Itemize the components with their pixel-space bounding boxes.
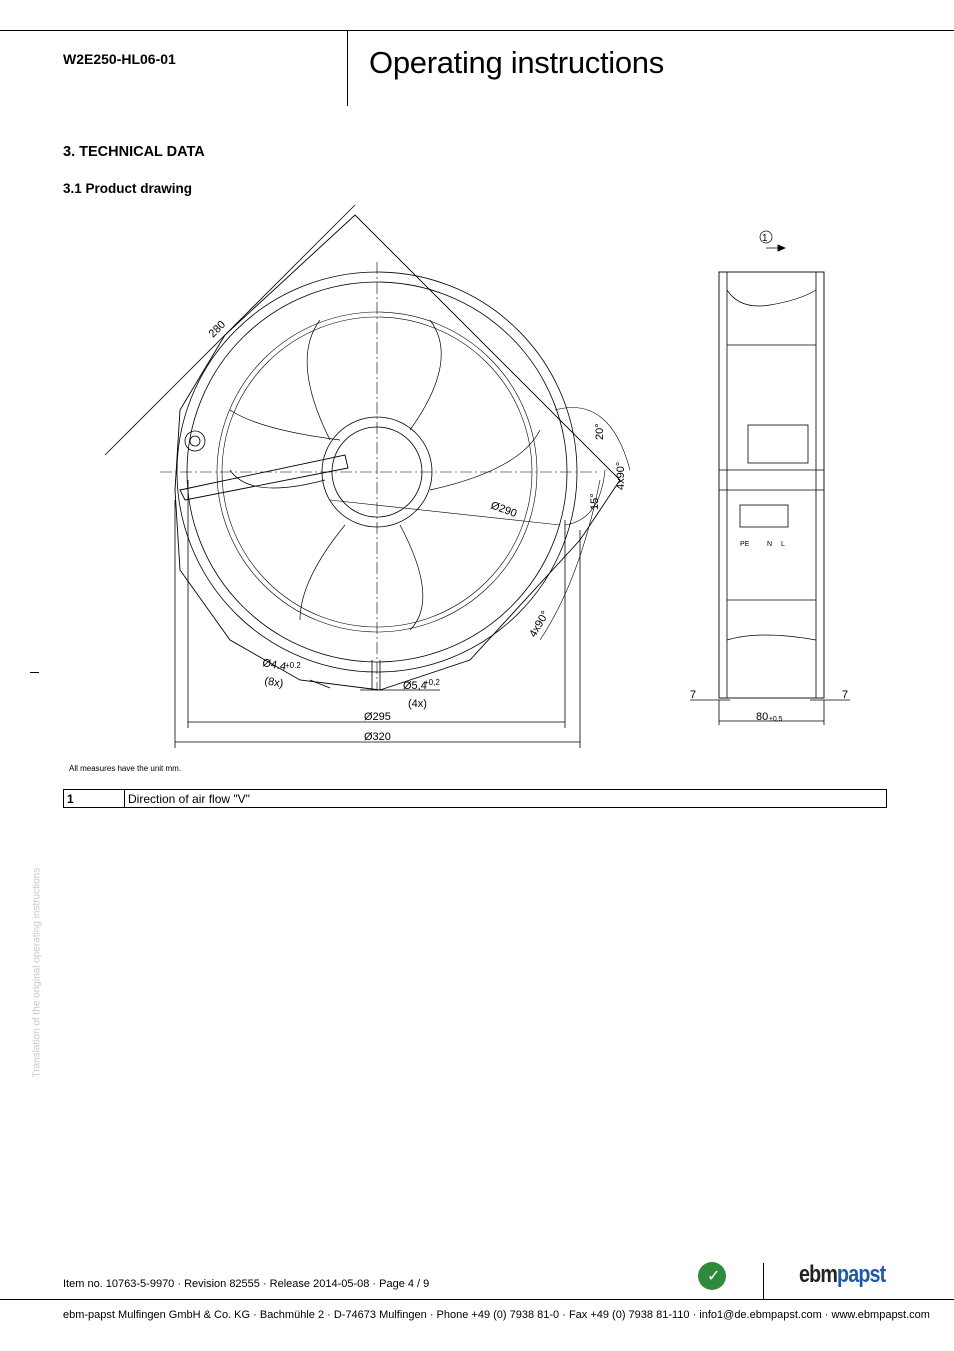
footer-rule (0, 1299, 954, 1300)
dim-280-label: 280 (207, 319, 228, 340)
item-line: Item no. 10763-5-9970 · Revision 82555 ·… (63, 1278, 430, 1290)
side-view-frame (718, 271, 825, 699)
brand-logo-part1: ebm (799, 1261, 838, 1288)
fold-mark (30, 672, 39, 673)
section-heading: 3. TECHNICAL DATA (63, 144, 205, 160)
capacitor (747, 424, 809, 464)
document-title: Operating instructions (369, 45, 664, 80)
hole-small-label: Ø4.4 (261, 657, 287, 673)
brand-logo: ebmpapst (799, 1261, 886, 1289)
terminal-l: L (781, 541, 785, 548)
subsection-heading: 3.1 Product drawing (63, 181, 193, 196)
terminal-block (739, 504, 789, 528)
product-drawing: 280 20° 4x90° 15° Ø290 4x90° Ø4.4 +0.2 (… (104, 204, 850, 748)
airflow-marker: 1 (762, 233, 768, 244)
side-dim-left: 7 (690, 689, 696, 701)
dim-d290-label: Ø290 (489, 500, 518, 520)
company-address: ebm-papst Mulfingen GmbH & Co. KG · Bach… (63, 1309, 930, 1321)
terminal-n: N (767, 541, 772, 548)
hole-large-tolerance: +0,2 (424, 678, 440, 687)
terminal-pe: PE (740, 541, 750, 548)
legend-table: 1 Direction of air flow "V" (63, 789, 887, 808)
dim-4x90-right-label: 4x90° (615, 462, 627, 490)
hole-large-count: (4x) (408, 698, 427, 710)
side-dim-right: 7 (842, 689, 848, 701)
translation-note: Translation of the original operating in… (31, 867, 43, 1078)
model-number: W2E250-HL06-01 (63, 51, 176, 67)
dim-d295-label: Ø295 (364, 711, 391, 723)
header-divider (347, 30, 348, 106)
legend-number: 1 (63, 789, 125, 808)
side-dim-width: 80 (756, 711, 768, 723)
hole-large-label: Ø5,4 (403, 680, 427, 692)
header-top-rule (0, 30, 954, 31)
hole-small-tolerance: +0.2 (285, 661, 301, 670)
footer-logo-divider (763, 1263, 764, 1299)
dim-4x90-lower-label: 4x90° (527, 609, 552, 639)
dim-20deg-label: 20° (594, 423, 606, 440)
brand-logo-part2: papst (837, 1261, 886, 1288)
legend-row: 1 Direction of air flow "V" (63, 789, 887, 808)
dim-d320-label: Ø320 (364, 731, 391, 743)
green-tech-badge: ✓ (698, 1262, 726, 1290)
units-note: All measures have the unit mm. (69, 764, 182, 773)
dim-15deg-label: 15° (589, 493, 601, 510)
check-icon: ✓ (707, 1268, 721, 1285)
fan-housing-outline (174, 214, 621, 691)
hole-small-count: (8x) (263, 675, 284, 690)
side-dim-tolerance: ±0,5 (769, 716, 783, 723)
legend-text: Direction of air flow "V" (124, 789, 887, 808)
